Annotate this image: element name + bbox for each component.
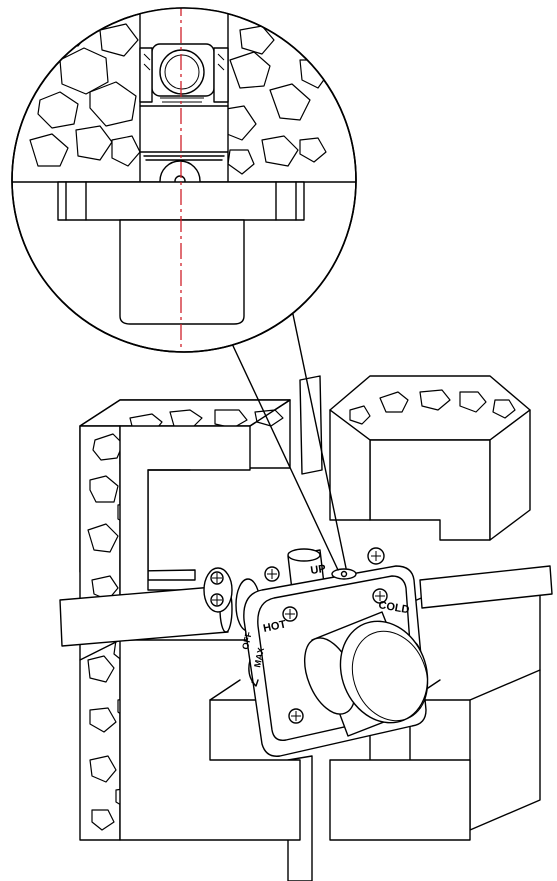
hot-label: HOT <box>262 618 287 635</box>
rotation-arrow-icon <box>248 659 259 687</box>
stone-pattern-right <box>349 389 516 425</box>
detail-magnifier <box>11 7 357 353</box>
horizontal-pipe-right <box>419 565 553 609</box>
max-label: MAX <box>252 647 266 669</box>
right-wall-block <box>329 375 531 541</box>
valve-cartridge <box>303 611 429 737</box>
off-label: OFF <box>240 630 254 650</box>
cold-label: COLD <box>377 599 410 616</box>
callout-lines <box>226 299 347 571</box>
wall-scene: HOT COLD UP OFF MAX <box>59 375 553 881</box>
up-label: UP <box>310 563 327 577</box>
stone-pattern-detail <box>19 17 329 175</box>
valve-body <box>264 547 385 591</box>
